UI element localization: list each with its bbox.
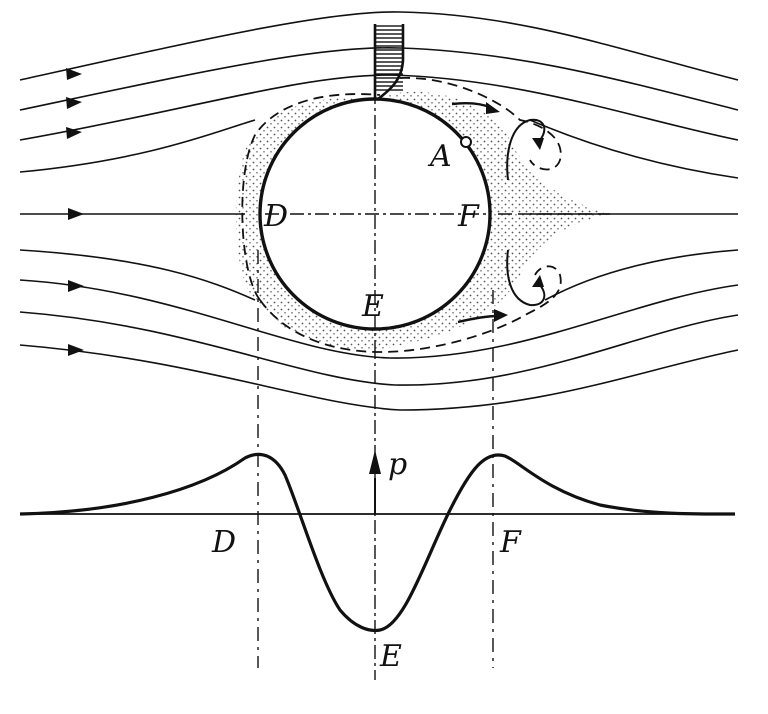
inlet-boundary bbox=[373, 24, 405, 101]
label-pressure: p bbox=[388, 447, 407, 482]
streamline-9 bbox=[19, 344, 739, 411]
upper-vortex-arrow bbox=[532, 138, 544, 150]
arrow-9 bbox=[68, 344, 84, 356]
streamline-4 bbox=[19, 119, 256, 173]
streamline-7 bbox=[19, 279, 739, 359]
label-f: F bbox=[457, 199, 480, 234]
streamline-arrows bbox=[66, 68, 84, 356]
label-a: A bbox=[427, 139, 452, 174]
boundary-layer-outline-bottom bbox=[259, 265, 562, 353]
arrow-7 bbox=[68, 280, 84, 292]
boundary-layer-outline bbox=[399, 77, 562, 171]
lower-vortex-arrow bbox=[532, 275, 544, 287]
arrow-2 bbox=[66, 97, 82, 109]
streamline-4b bbox=[529, 119, 739, 179]
label-d: D bbox=[263, 199, 288, 234]
streamline-6 bbox=[19, 249, 256, 301]
flow-arrow-lower-head bbox=[494, 309, 508, 322]
label-e: E bbox=[361, 289, 384, 324]
pressure-curve bbox=[19, 452, 736, 633]
boundary-layer-outline-left bbox=[241, 93, 381, 301]
lower-vortex bbox=[506, 249, 546, 307]
flow-arrow-upper-head bbox=[486, 102, 500, 114]
graph-label-f: F bbox=[499, 525, 522, 560]
arrow-5 bbox=[68, 208, 84, 220]
arrow-3 bbox=[66, 127, 82, 139]
separation-point-a bbox=[460, 136, 472, 148]
streamline-1 bbox=[19, 11, 739, 81]
arrow-1 bbox=[66, 68, 82, 80]
inlet-hatch bbox=[375, 24, 403, 92]
graph-label-e: E bbox=[379, 639, 402, 674]
streamline-6b bbox=[544, 249, 739, 301]
streamline-8 bbox=[19, 311, 739, 386]
upper-vortex bbox=[506, 118, 546, 181]
graph-label-d: D bbox=[211, 525, 236, 560]
pressure-axis-arrow bbox=[369, 450, 381, 474]
